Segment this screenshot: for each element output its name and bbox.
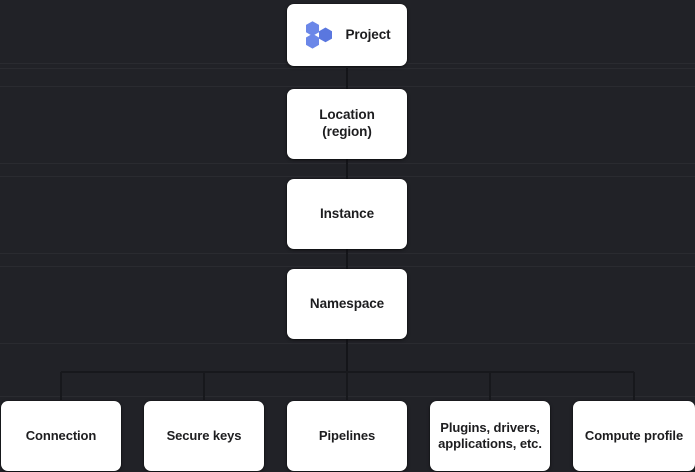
node-connection[interactable]: Connection [1,401,121,471]
divider-line [0,176,695,177]
node-instance-label: Instance [320,205,374,221]
node-pipelines-label: Pipelines [318,427,376,443]
node-compute-profile[interactable]: Compute profile [573,401,695,471]
hexagons-icon [303,19,335,51]
node-connection-label: Connection [25,427,97,443]
node-compute-profile-label: Compute profile [584,427,684,443]
node-location-label: Location (region) [319,107,375,139]
divider-line [0,163,695,164]
node-pipelines[interactable]: Pipelines [287,401,407,471]
divider-line [0,86,695,87]
node-instance[interactable]: Instance [287,179,407,249]
node-project-label: Project [345,26,391,42]
node-secure-keys-label: Secure keys [166,427,242,443]
node-location[interactable]: Location (region) [287,89,407,159]
divider-line [0,396,695,397]
node-namespace-label: Namespace [309,295,385,311]
divider-line [0,343,695,344]
node-namespace[interactable]: Namespace [287,269,407,339]
node-project[interactable]: Project [287,4,407,66]
divider-line [0,266,695,267]
divider-line [0,253,695,254]
node-plugins-label: Plugins, drivers, applications, etc. [438,419,542,451]
node-secure-keys[interactable]: Secure keys [144,401,264,471]
divider-line [0,68,695,69]
node-plugins[interactable]: Plugins, drivers, applications, etc. [430,401,550,471]
